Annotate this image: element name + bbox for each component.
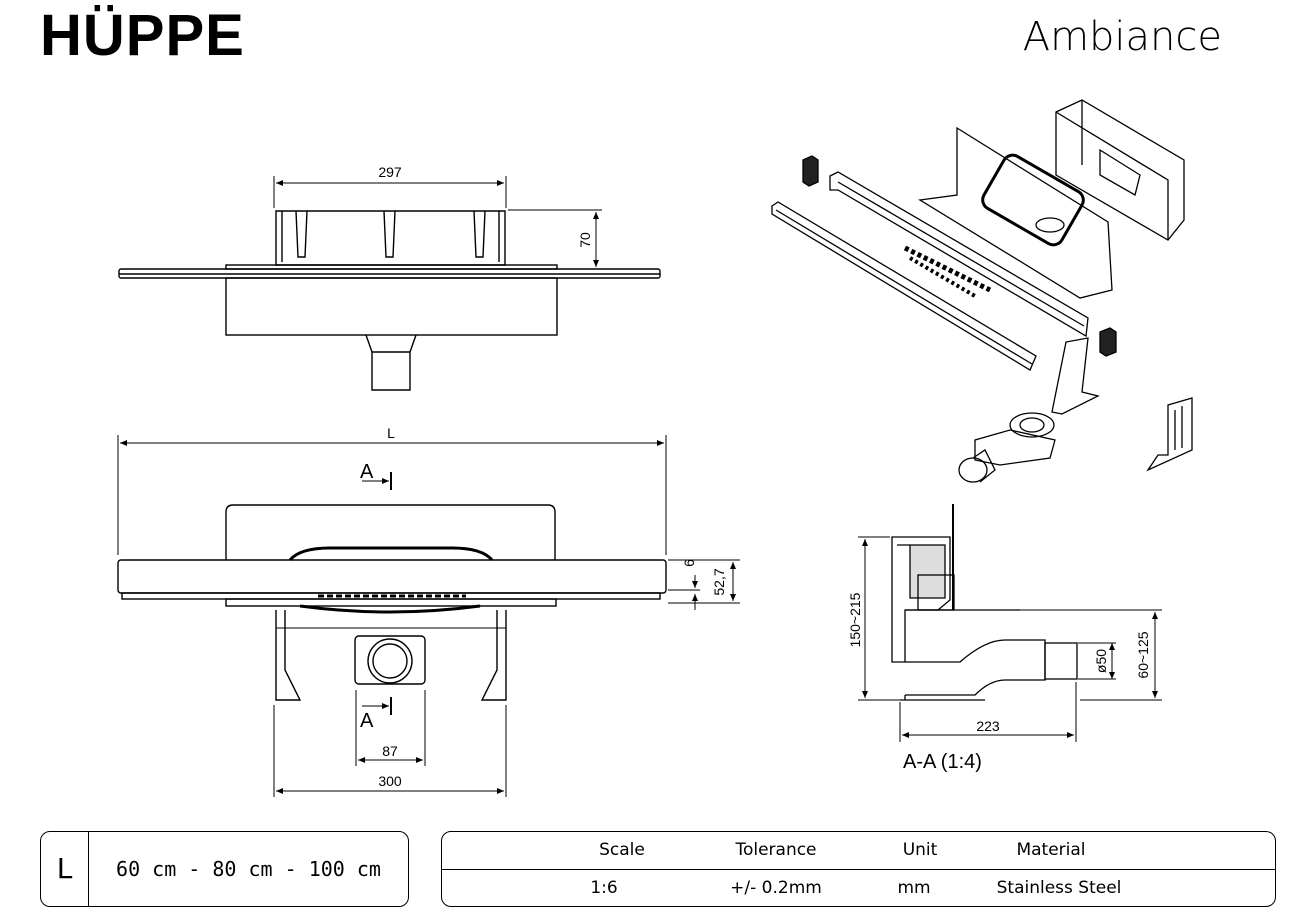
spec-value-scale: 1:6: [590, 878, 618, 898]
dim-297-label: 297: [378, 164, 402, 180]
spec-value-tolerance: +/- 0.2mm: [730, 878, 822, 898]
spec-header-unit: Unit: [902, 840, 938, 860]
spec-header-tolerance: Tolerance: [735, 840, 817, 860]
spec-value-unit: mm: [897, 878, 931, 898]
spec-header-material: Material: [1016, 840, 1086, 860]
dim-60-125-label: 60~125: [1135, 631, 1151, 678]
plan-view: [117, 435, 740, 797]
dim-52-7-label: 52,7: [711, 568, 727, 595]
spec-table-divider: [442, 869, 1275, 870]
section-label: A-A (1:4): [903, 751, 982, 773]
dim-70-label: 70: [577, 232, 593, 248]
dim-length-label: L: [387, 425, 395, 441]
spec-table: Scale Tolerance Unit Material 1:6 +/- 0.…: [441, 831, 1276, 907]
brand-logo: HÜPPE: [40, 3, 245, 68]
section-marker-top: A: [360, 461, 374, 483]
length-options-box: L 60 cm - 80 cm - 100 cm: [40, 831, 409, 907]
dim-223-label: 223: [976, 718, 1000, 734]
exploded-isometric-view: [771, 99, 1193, 483]
spec-value-material: Stainless Steel: [996, 878, 1122, 898]
dim-150-215-label: 150~215: [847, 592, 863, 647]
spec-header-scale: Scale: [599, 840, 645, 860]
product-name: Ambiance: [1022, 14, 1222, 60]
dim-300-label: 300: [378, 773, 402, 789]
technical-drawing: 297 70: [117, 99, 1193, 797]
dim-50-label: ø50: [1093, 649, 1109, 673]
length-label: L: [41, 832, 89, 906]
section-a-a-view: [858, 504, 1162, 742]
length-values: 60 cm - 80 cm - 100 cm: [116, 857, 381, 881]
dim-6-label: 6: [681, 559, 697, 567]
dim-87-label: 87: [382, 743, 398, 759]
top-elevation-view: [118, 176, 661, 391]
section-marker-bottom: A: [360, 710, 374, 732]
